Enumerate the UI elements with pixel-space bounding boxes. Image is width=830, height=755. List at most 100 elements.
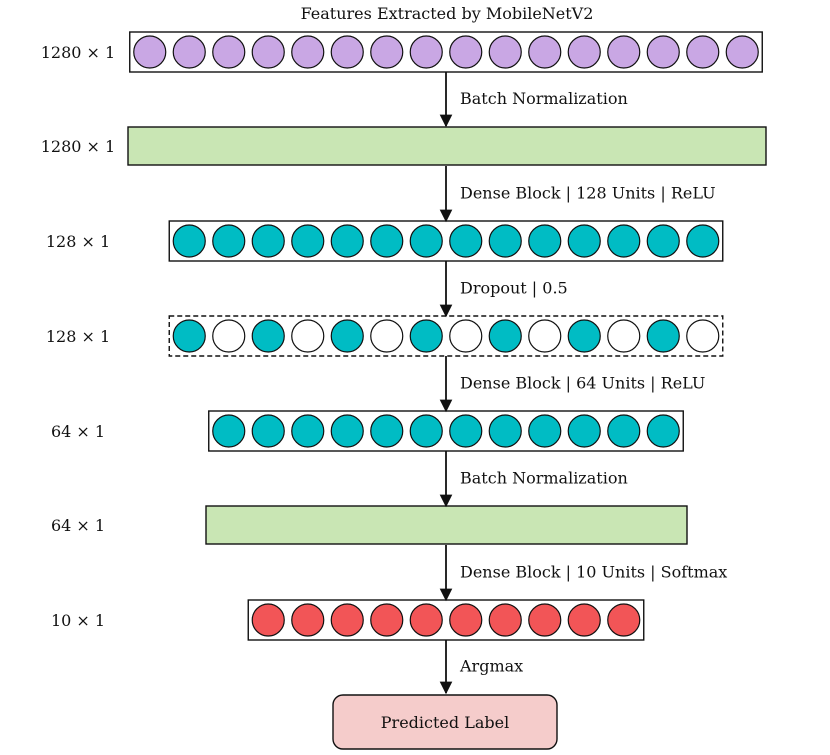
neuron (251, 35, 285, 69)
layer-dimension-label: 64 × 1 (51, 516, 105, 535)
neuron (251, 603, 285, 637)
neuron (646, 319, 680, 353)
transition-2: Dense Block | 128 Units | ReLU (439, 166, 716, 223)
neuron (528, 224, 562, 258)
neuron (488, 35, 522, 69)
layer-6: 64 × 1 (51, 505, 688, 545)
neuron (488, 603, 522, 637)
neuron (291, 414, 325, 448)
neuron (567, 224, 601, 258)
dropped-neuron (607, 319, 641, 353)
neuron (646, 414, 680, 448)
neuron (686, 35, 720, 69)
neuron (330, 35, 364, 69)
transition-4: Dense Block | 64 Units | ReLU (439, 356, 705, 413)
neuron (291, 224, 325, 258)
transition-label: Batch Normalization (460, 469, 628, 488)
neuron (172, 224, 206, 258)
transition-3: Dropout | 0.5 (439, 261, 568, 318)
layer-dimension-label: 64 × 1 (51, 422, 105, 441)
layer-dimension-label: 10 × 1 (51, 611, 105, 630)
transition-label: Batch Normalization (460, 89, 628, 108)
dropped-neuron (212, 319, 246, 353)
neuron (291, 35, 325, 69)
neuron (488, 414, 522, 448)
neuron (607, 414, 641, 448)
neuron (409, 414, 443, 448)
dropped-neuron (528, 319, 562, 353)
layer-dimension-label: 128 × 1 (46, 232, 110, 251)
neuron (370, 35, 404, 69)
neuron (409, 603, 443, 637)
batch-normalization-bar (205, 505, 688, 545)
layer-7: 10 × 1 (51, 599, 645, 641)
neuron (409, 319, 443, 353)
neuron (409, 35, 443, 69)
layer-1: 1280 × 1 (41, 31, 763, 73)
neuron (172, 35, 206, 69)
output-node: Predicted Label (332, 694, 558, 750)
neuron (330, 224, 364, 258)
neuron (330, 414, 364, 448)
neuron (449, 414, 483, 448)
neuron (686, 224, 720, 258)
layers-group: 1280 × 1 1280 × 1 128 × 1 128 × 1 64 × 1 64 ×… (41, 31, 767, 641)
neuron (212, 414, 246, 448)
transition-6: Dense Block | 10 Units | Softmax (439, 545, 727, 602)
neuron (725, 35, 759, 69)
neuron (528, 414, 562, 448)
neuron (646, 35, 680, 69)
transition-label: Dense Block | 128 Units | ReLU (460, 184, 716, 203)
neuron (133, 35, 167, 69)
layer-5: 64 × 1 (51, 410, 684, 452)
dropped-neuron (370, 319, 404, 353)
neuron (449, 224, 483, 258)
dropped-neuron (686, 319, 720, 353)
diagram-title: Features Extracted by MobileNetV2 (301, 4, 594, 23)
neuron (251, 224, 285, 258)
predicted-label-box (332, 694, 558, 750)
transition-label: Argmax (459, 657, 523, 676)
neuron (607, 224, 641, 258)
neuron (330, 603, 364, 637)
layer-dimension-label: 1280 × 1 (41, 137, 115, 156)
transition-7: Argmax (439, 640, 523, 695)
layer-2: 1280 × 1 (41, 126, 767, 166)
neuron (567, 319, 601, 353)
neuron (370, 224, 404, 258)
layer-dimension-label: 1280 × 1 (41, 43, 115, 62)
neuron (251, 414, 285, 448)
neuron (409, 224, 443, 258)
neuron (212, 35, 246, 69)
dropped-neuron (291, 319, 325, 353)
neuron (528, 603, 562, 637)
transition-label: Dense Block | 64 Units | ReLU (460, 374, 705, 393)
neuron (528, 35, 562, 69)
neuron-row-box (208, 410, 684, 452)
batch-normalization-bar (127, 126, 767, 166)
neuron (567, 603, 601, 637)
transition-label: Dropout | 0.5 (460, 279, 568, 298)
neuron (291, 603, 325, 637)
neuron (488, 319, 522, 353)
neuron (330, 319, 364, 353)
neuron (646, 224, 680, 258)
layer-4: 128 × 1 (46, 315, 724, 357)
transition-5: Batch Normalization (439, 451, 628, 508)
neuron (370, 414, 404, 448)
neuron (567, 35, 601, 69)
neuron (449, 603, 483, 637)
neuron (449, 35, 483, 69)
neuron (172, 319, 206, 353)
neuron (488, 224, 522, 258)
transition-label: Dense Block | 10 Units | Softmax (460, 563, 727, 582)
neuron (607, 603, 641, 637)
neuron (370, 603, 404, 637)
neuron (607, 35, 641, 69)
neuron (567, 414, 601, 448)
neuron (251, 319, 285, 353)
transition-1: Batch Normalization (439, 72, 628, 128)
neuron (212, 224, 246, 258)
